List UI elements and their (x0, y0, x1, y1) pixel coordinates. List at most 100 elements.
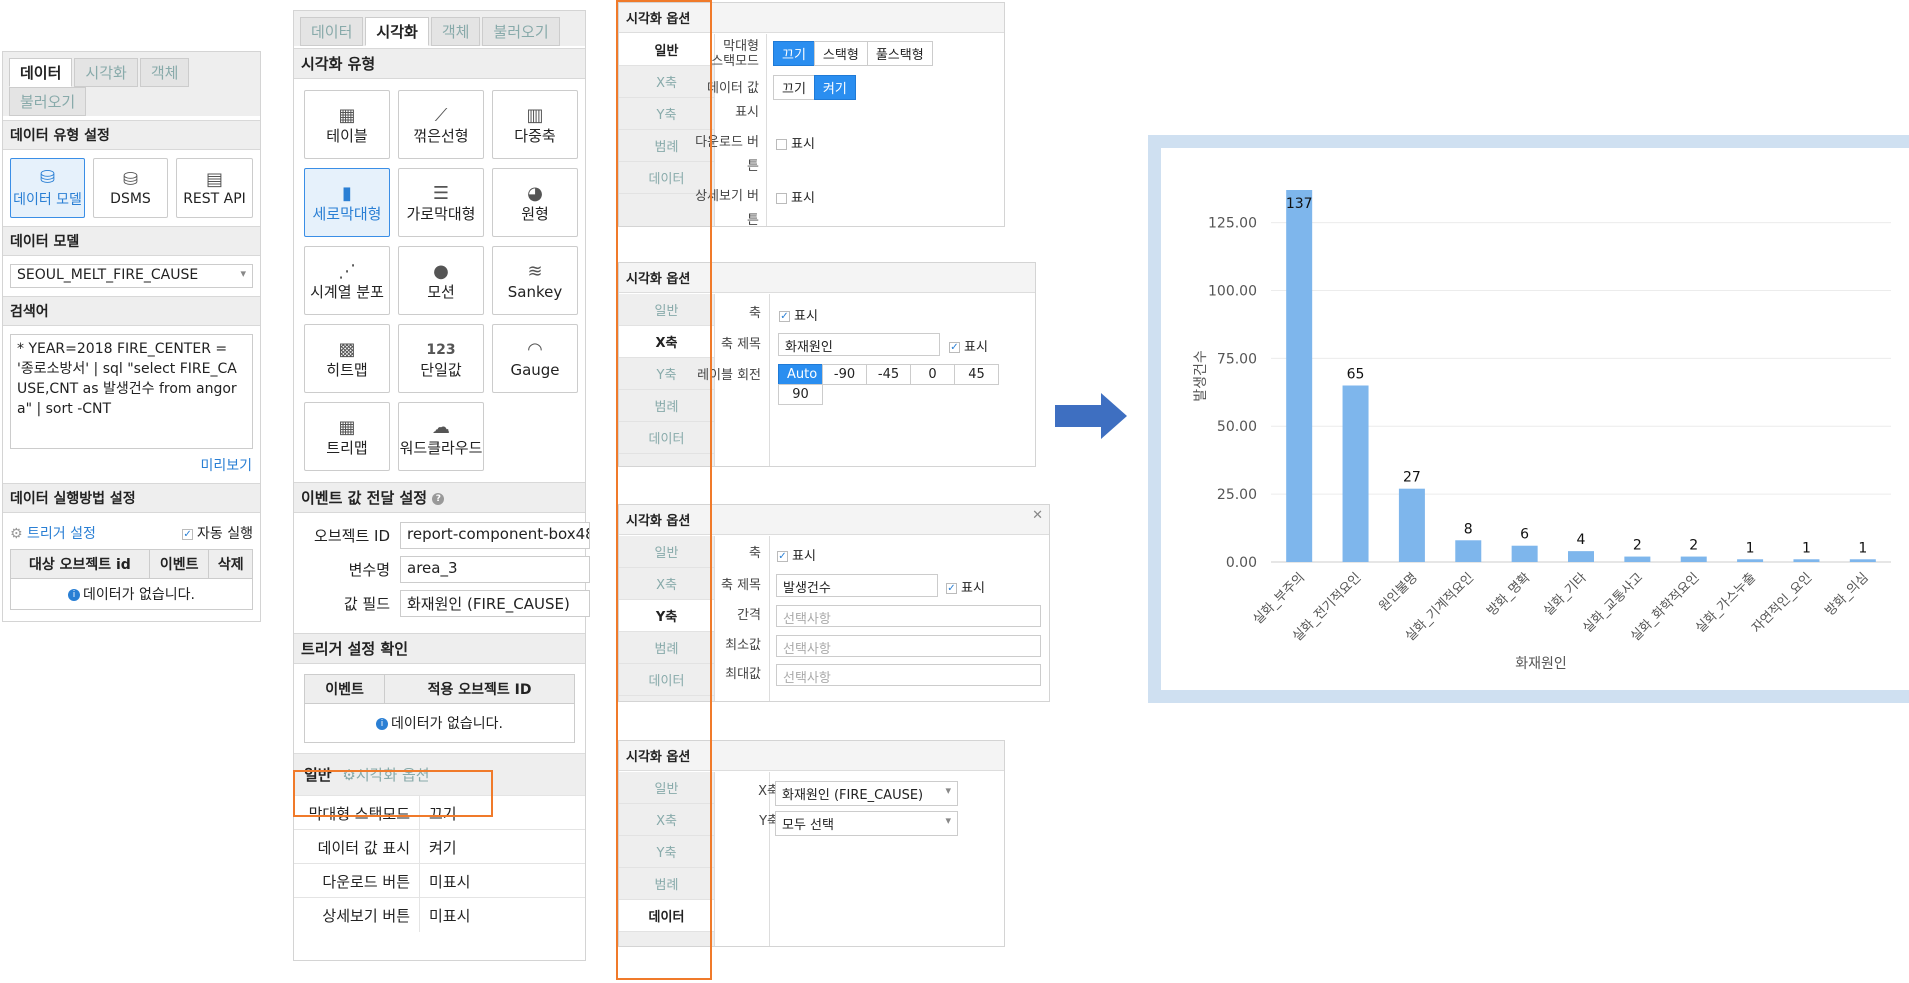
tab-visualization[interactable]: 시각화 (365, 17, 429, 46)
vis-option-data: 시각화 옵션 일반 X축 Y축 범례 데이터 X축 화재원인 (FIRE_CAU… (618, 740, 1005, 947)
vis-type-multi-axis-button[interactable]: ▥다중축 (492, 90, 578, 159)
data-model-button[interactable]: ⛁ 데이터 모델 (10, 158, 85, 218)
query-textarea[interactable]: * YEAR=2018 FIRE_CENTER = '종로소방서' | sql … (10, 334, 253, 449)
col-event: 이벤트 (148, 549, 210, 579)
vis-type-bar-chart-button[interactable]: ▮세로막대형 (304, 168, 390, 237)
vis-type-table-button[interactable]: ▦테이블 (304, 90, 390, 159)
axis-title-show-checkbox[interactable]: ✓표시 (949, 336, 988, 355)
side-tab-legend[interactable]: 범례 (619, 868, 714, 900)
data-model-select[interactable]: SEOUL_MELT_FIRE_CAUSE ▾ (10, 264, 253, 288)
x-axis-select[interactable]: 화재원인 (FIRE_CAUSE) (775, 781, 958, 806)
vis-type-line-chart-button[interactable]: ⟋꺾은선형 (398, 90, 484, 159)
side-tab-y[interactable]: Y축 (619, 600, 714, 632)
vis-type-label: Gauge (510, 360, 560, 379)
vis-type-label: 꺾은선형 (413, 126, 469, 145)
tab-data[interactable]: 데이터 (300, 17, 364, 46)
auto-run-checkbox[interactable]: ✓자동 실행 (182, 523, 253, 543)
side-tab-data[interactable]: 데이터 (619, 900, 714, 932)
interval-input[interactable]: 선택사항 (776, 605, 1041, 627)
dsms-button[interactable]: ⛁ DSMS (93, 158, 168, 218)
stack-off-option[interactable]: 끄기 (773, 41, 815, 66)
summary-key: 막대형 스택모드 (308, 805, 410, 823)
stack-option[interactable]: 스택형 (813, 41, 868, 66)
side-tab-legend[interactable]: 범례 (619, 390, 714, 422)
side-tab-general[interactable]: 일반 (619, 294, 714, 326)
side-tab-legend[interactable]: 범례 (619, 130, 714, 162)
axis-show-checkbox[interactable]: ✓표시 (777, 545, 816, 564)
rotate-90-option[interactable]: 90 (778, 384, 823, 405)
rotate-45-option[interactable]: 45 (954, 364, 999, 385)
rest-api-button[interactable]: ▤ REST API (176, 158, 253, 218)
tab-load[interactable]: 불러오기 (482, 17, 560, 46)
vis-type-scatter-button[interactable]: ⋰시계열 분포 (304, 246, 390, 315)
tab-object[interactable]: 객체 (139, 58, 190, 87)
axis-title-show-checkbox[interactable]: ✓표시 (946, 577, 985, 596)
tab-object[interactable]: 객체 (430, 17, 481, 46)
check-icon: ✓ (777, 551, 788, 562)
side-tab-legend[interactable]: 범례 (619, 632, 714, 664)
treemap-icon: ▦ (338, 416, 356, 438)
value-field-select[interactable]: 화재원인 (FIRE_CAUSE) (400, 590, 590, 617)
side-tab-general[interactable]: 일반 (619, 536, 714, 568)
side-tab-y[interactable]: Y축 (619, 98, 714, 130)
tab-load[interactable]: 불러오기 (9, 87, 87, 116)
download-checkbox[interactable]: 표시 (776, 133, 815, 152)
event-heading: 이벤트 값 전달 설정 ? (294, 482, 585, 513)
tab-visualization[interactable]: 시각화 (74, 58, 138, 87)
side-tab-y[interactable]: Y축 (619, 358, 714, 390)
vis-type-gauge-button[interactable]: ◠Gauge (492, 324, 578, 393)
rotate-minus90-option[interactable]: -90 (822, 364, 867, 385)
col-event: 이벤트 (303, 674, 386, 704)
vis-type-sankey-button[interactable]: ≋Sankey (492, 246, 578, 315)
axis-title-label: 축 제목 (720, 337, 761, 352)
vis-type-motion-button[interactable]: ●모션 (398, 246, 484, 315)
side-tab-data[interactable]: 데이터 (619, 664, 714, 696)
object-id-field[interactable]: report-component-box48 (400, 522, 590, 549)
vis-type-treemap-button[interactable]: ▦트리맵 (304, 402, 390, 471)
side-tab-x[interactable]: X축 (619, 568, 714, 600)
vis-type-grid: ▦테이블⟋꺾은선형▥다중축 ▮세로막대형☰가로막대형◕원형 ⋰시계열 분포●모션≋S… (294, 79, 585, 482)
axis-show-checkbox[interactable]: ✓표시 (779, 305, 818, 324)
trigger-settings-button[interactable]: ⚙ 트리거 설정 (10, 523, 96, 543)
stream-icon: ⛁ (122, 169, 139, 190)
side-tab-data[interactable]: 데이터 (619, 422, 714, 454)
rotate-0-option[interactable]: 0 (910, 364, 955, 385)
vis-type-hbar-chart-button[interactable]: ☰가로막대형 (398, 168, 484, 237)
vis-type-heatmap-button[interactable]: ▩히트맵 (304, 324, 390, 393)
vis-type-pie-chart-button[interactable]: ◕원형 (492, 168, 578, 237)
side-tab-x[interactable]: X축 (619, 66, 714, 98)
preview-link[interactable]: 미리보기 (200, 458, 252, 474)
vis-type-wordcloud-button[interactable]: ☁워드클라우드 (398, 402, 484, 471)
side-tab-x[interactable]: X축 (619, 326, 714, 358)
side-tab-general[interactable]: 일반 (619, 34, 714, 66)
interval-label: 간격 (737, 608, 761, 623)
x-tick-label: 원인불명 (1376, 570, 1420, 614)
value-on-option[interactable]: 켜기 (813, 75, 856, 100)
rotate-minus45-option[interactable]: -45 (866, 364, 911, 385)
max-input[interactable]: 선택사항 (776, 664, 1041, 686)
x-tick-label: 방화_명확 (1484, 570, 1533, 619)
summary-value: 미표시 (429, 873, 471, 891)
side-tab-data[interactable]: 데이터 (619, 162, 714, 194)
side-tab-x[interactable]: X축 (619, 804, 714, 836)
rotate-auto-option[interactable]: Auto (778, 364, 823, 385)
help-icon[interactable]: ? (432, 492, 445, 505)
side-tab-general[interactable]: 일반 (619, 772, 714, 804)
x-tick-label: 자연적인_요인 (1749, 570, 1815, 636)
close-icon[interactable]: ✕ (1032, 508, 1043, 523)
tab-data[interactable]: 데이터 (9, 58, 73, 87)
var-name-field[interactable]: area_3 (400, 556, 590, 583)
bar (1398, 488, 1425, 562)
detail-checkbox[interactable]: 표시 (776, 187, 815, 206)
bar (1568, 551, 1594, 562)
event-form: 오브젝트 ID report-component-box48 변수명 area_… (294, 513, 590, 633)
axis-title-input[interactable]: 발생건수 (776, 574, 938, 597)
value-off-option[interactable]: 끄기 (773, 75, 815, 100)
fullstack-option[interactable]: 풀스택형 (866, 41, 933, 66)
min-input[interactable]: 선택사항 (776, 635, 1041, 657)
data-label: 4 (1577, 532, 1586, 548)
axis-title-input[interactable]: 화재원인 (778, 333, 940, 356)
side-tab-y[interactable]: Y축 (619, 836, 714, 868)
y-axis-select[interactable]: 모두 선택 (775, 811, 958, 836)
